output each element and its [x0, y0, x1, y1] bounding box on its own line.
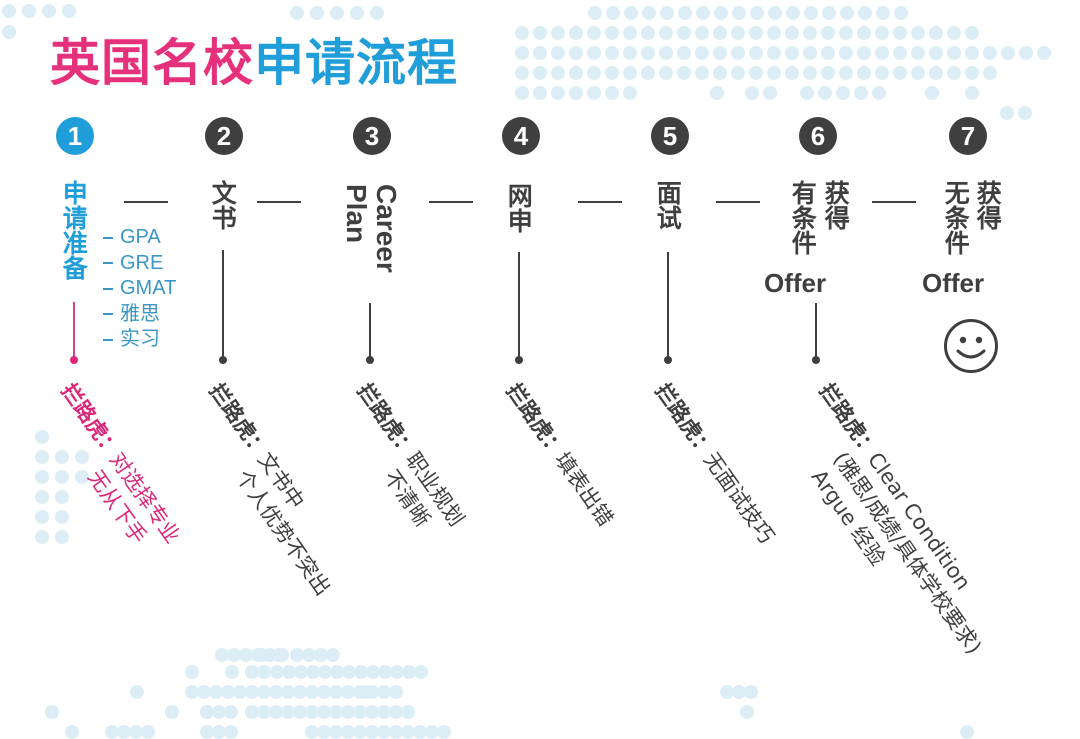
connector-6-7 — [872, 201, 916, 203]
dash-icon — [103, 287, 113, 290]
step-6-label-col-1: 获得 — [821, 180, 851, 230]
step-6-pin — [812, 356, 820, 364]
smiley-icon — [944, 319, 998, 373]
dash-icon — [103, 338, 113, 341]
step-1-label: 申请准备 — [59, 180, 89, 280]
step-6-stem — [815, 303, 817, 358]
step-4-number: 4 — [502, 117, 540, 155]
step-6-obstacle: 拦路虎：Clear Condition (雅思/成绩/具体学校要求) Argue… — [806, 379, 987, 659]
step-3-pin — [366, 356, 374, 364]
step-2-number: 2 — [205, 117, 243, 155]
step-3-label-line-2: Plan — [341, 184, 372, 244]
step-5-stem — [667, 252, 669, 358]
step-7-label-col-1: 获得 — [973, 180, 1003, 230]
step-6-label-col-2: 有条件 — [788, 180, 818, 255]
sublist-item: GRE — [103, 251, 176, 277]
step-4-obstacle: 拦路虎：填表出错 — [501, 379, 618, 531]
step-6-number: 6 — [799, 117, 837, 155]
step-1-stem — [73, 302, 75, 358]
step-2-stem — [222, 250, 224, 358]
sublist-item: 雅思 — [103, 302, 176, 328]
connector-3-4 — [429, 201, 473, 203]
connector-1-2 — [124, 201, 168, 203]
connector-4-5 — [578, 201, 622, 203]
step-3-obstacle: 拦路虎：职业规划 不清晰 — [352, 379, 469, 532]
step-4-label: 网申 — [504, 183, 534, 233]
step-1-sublist: GPA GRE GMAT 雅思 实习 — [103, 225, 176, 353]
step-4-pin — [515, 356, 523, 364]
step-5-number: 5 — [651, 117, 689, 155]
step-5-label: 面试 — [653, 180, 683, 230]
step-1-pin — [70, 356, 78, 364]
sublist-item: GMAT — [103, 276, 176, 302]
step-2-label: 文书 — [208, 180, 238, 230]
step-6-offer: Offer — [764, 268, 827, 298]
dash-icon — [103, 236, 113, 239]
dash-icon — [103, 313, 113, 316]
title-part-1: 英国名校 — [50, 34, 254, 92]
step-7-offer: Offer — [922, 268, 985, 298]
step-7-label-col-2: 无条件 — [941, 180, 971, 255]
step-5-pin — [664, 356, 672, 364]
connector-5-6 — [716, 201, 760, 203]
title-part-2: 申请流程 — [254, 34, 458, 92]
step-3-label-line-1: Career — [371, 184, 402, 273]
step-3-stem — [369, 303, 371, 358]
step-5-obstacle: 拦路虎：无面试技巧 — [650, 379, 779, 548]
step-4-stem — [518, 252, 520, 358]
sublist-item: GPA — [103, 225, 176, 251]
step-1-number: 1 — [56, 117, 94, 155]
page-title: 英国名校申请流程 — [50, 38, 458, 88]
connector-2-3 — [257, 201, 301, 203]
dash-icon — [103, 262, 113, 265]
step-2-pin — [219, 356, 227, 364]
step-7-number: 7 — [949, 117, 987, 155]
step-3-number: 3 — [353, 117, 391, 155]
sublist-item: 实习 — [103, 327, 176, 353]
